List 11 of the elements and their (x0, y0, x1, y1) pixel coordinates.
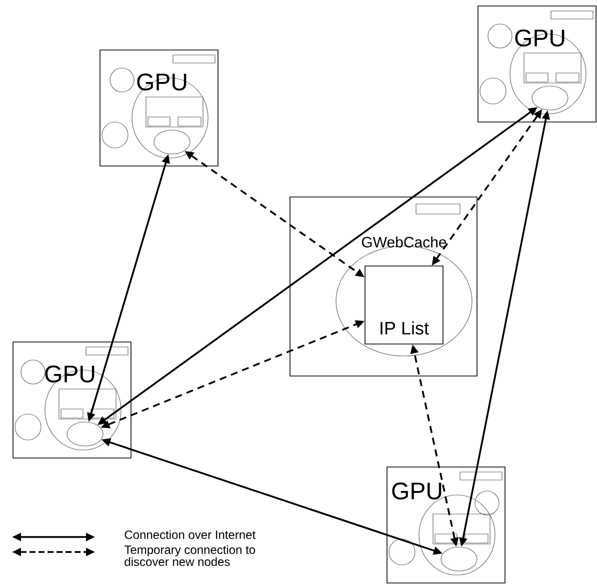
computer-box: GPU (100, 50, 218, 166)
port-ellipse (440, 546, 478, 572)
computer-box: GPU (386, 466, 506, 584)
legend-text: Connection over Internet (124, 530, 256, 539)
port-ellipse (66, 422, 104, 446)
port-ellipse (154, 130, 190, 154)
computer-box: GPU (12, 342, 132, 458)
legend-text: Temporary connection to discover new nodes (124, 545, 256, 566)
computer-box: GPU (478, 6, 596, 122)
list-box: IP List (364, 266, 444, 344)
port-ellipse (532, 86, 568, 110)
